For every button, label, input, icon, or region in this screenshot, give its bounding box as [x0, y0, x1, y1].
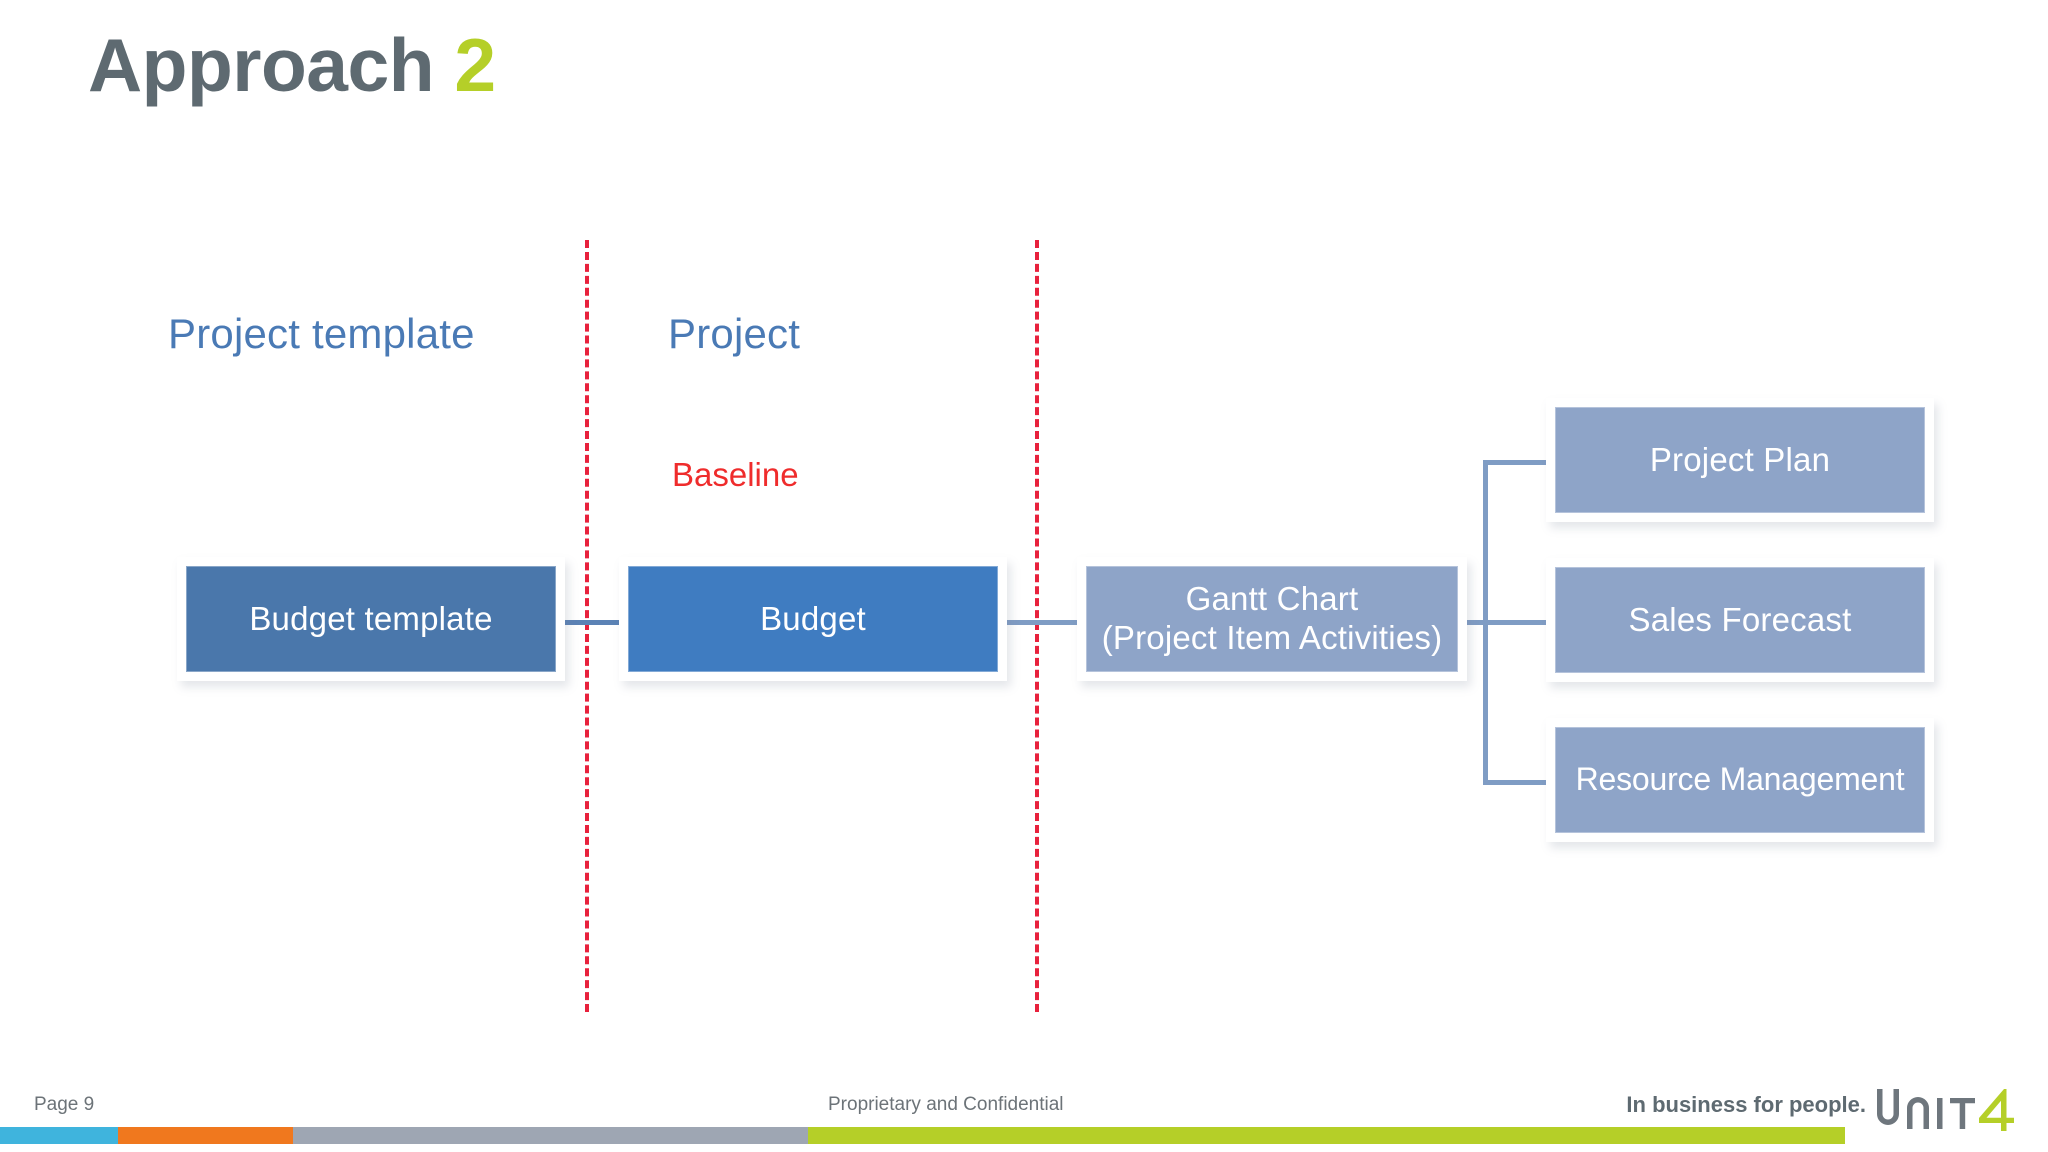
box-project-plan-label: Project Plan [1649, 440, 1831, 478]
footer-bar-segment-green [808, 1127, 1845, 1144]
box-budget-template-label: Budget template [249, 599, 493, 637]
footer-page-number: Page 9 [34, 1094, 95, 1115]
connector-budget-template-to-budget [552, 620, 636, 625]
box-resource-management-label: Resource Management [1575, 761, 1905, 798]
lane-heading-project-template: Project template [168, 310, 475, 357]
lane-divider-right [1035, 240, 1039, 1012]
footer-bar-segment-blue [0, 1127, 118, 1144]
footer-tagline: In business for people. [1626, 1092, 1866, 1117]
box-budget-template[interactable]: Budget template [186, 566, 556, 672]
lane-divider-left [585, 240, 589, 1012]
page-title: Approach 2 [88, 28, 496, 103]
box-resource-management[interactable]: Resource Management [1555, 727, 1925, 833]
lane-heading-project: Project [668, 310, 801, 357]
connector-budget-to-gantt [1000, 620, 1086, 625]
title-accent-number: 2 [454, 23, 496, 107]
connector-branch-sales-forecast [1483, 620, 1555, 625]
box-gantt-chart-label-line2: (Project Item Activities) [1101, 619, 1443, 656]
footer-bar-segment-gray [293, 1127, 808, 1144]
title-main-text: Approach [88, 23, 435, 107]
box-budget[interactable]: Budget [628, 566, 998, 672]
footer-confidentiality-note: Proprietary and Confidential [828, 1094, 1064, 1115]
connector-branch-project-plan [1483, 460, 1555, 465]
box-budget-label: Budget [760, 599, 866, 637]
box-gantt-chart-label-line1: Gantt Chart [1185, 580, 1359, 618]
footer-color-bar [0, 1127, 2048, 1144]
footer-bar-segment-orange [118, 1127, 293, 1144]
box-sales-forecast[interactable]: Sales Forecast [1555, 567, 1925, 673]
connector-branch-resource-management [1483, 780, 1555, 785]
box-project-plan[interactable]: Project Plan [1555, 407, 1925, 513]
unit4-logo [1877, 1089, 2014, 1131]
box-gantt-chart-label: Gantt Chart (Project Item Activities) [1102, 580, 1443, 658]
baseline-label: Baseline [672, 456, 799, 493]
box-gantt-chart[interactable]: Gantt Chart (Project Item Activities) [1086, 566, 1458, 672]
box-sales-forecast-label: Sales Forecast [1628, 600, 1852, 638]
